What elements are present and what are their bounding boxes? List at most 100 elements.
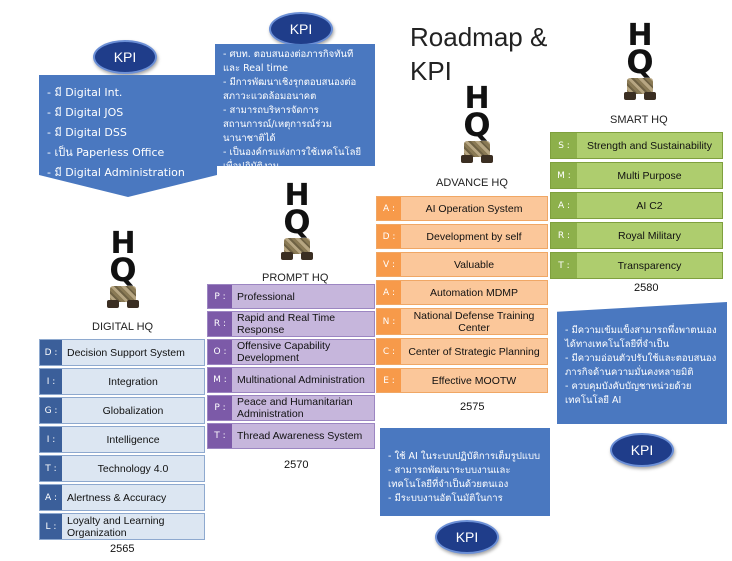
acronym-row: A : Automation MDMP	[376, 280, 548, 305]
acronym-row: G : Globalization	[39, 397, 205, 424]
acronym-letter: N :	[377, 309, 401, 334]
acronym-text: Development by self	[426, 230, 522, 243]
kpi-item: - มีระบบงานอัตโนมัติในการ	[388, 493, 503, 504]
acronym-letter: E :	[377, 369, 401, 392]
acronym-letter: A :	[40, 485, 62, 510]
kpi-callout-smart: - มีความเข้มแข็งสามารถพึ่งพาตนเองได้ทางเ…	[557, 302, 727, 424]
kpi-badge-prompt: KPI	[269, 12, 333, 46]
acronym-text: Intelligence	[106, 433, 160, 446]
kpi-item: - สามารถบริหารจัดการสถานการณ์/เหตุการณ์ร…	[223, 105, 332, 144]
acronym-text: AI Operation System	[425, 202, 523, 215]
acronym-letter: R :	[551, 223, 577, 248]
acronym-letter: I :	[40, 427, 62, 452]
acronym-row: P : Professional	[207, 284, 375, 309]
kpi-callout-advance: - ใช้ AI ในระบบปฏิบัติการเต็มรูปแบบ- สาม…	[380, 428, 550, 516]
prompt-hq-label: PROMPT HQ	[262, 272, 329, 284]
acronym-text: Multinational Administration	[237, 374, 365, 386]
acronym-text: Automation MDMP	[429, 286, 519, 299]
acronym-letter: V :	[377, 253, 401, 276]
acronym-text: Loyalty and Learning Organization	[67, 514, 165, 539]
acronym-text: Technology 4.0	[97, 462, 169, 475]
kpi-item: - เป็น Paperless Office	[47, 146, 165, 159]
acronym-row: T : Transparency	[550, 252, 723, 279]
acronym-text: Professional	[237, 290, 295, 303]
acronym-letter: L :	[40, 514, 62, 539]
acronym-letter: O :	[208, 340, 232, 364]
acronym-row: P :Peace and Humanitarian Administration	[207, 395, 375, 421]
advance-hq-label: ADVANCE HQ	[436, 177, 508, 189]
acronym-letter: I :	[40, 369, 62, 394]
smart-hq-label: SMART HQ	[610, 114, 668, 126]
acronym-row: D : Development by self	[376, 224, 548, 249]
page-title: Roadmap & KPI	[410, 22, 548, 86]
prompt-year: 2570	[284, 459, 309, 471]
acronym-text: Alertness & Accuracy	[67, 491, 167, 504]
acronym-row: V : Valuable	[376, 252, 548, 277]
acronym-row: I : Integration	[39, 368, 205, 395]
acronym-letter: T :	[208, 424, 232, 448]
acronym-letter: S :	[551, 133, 577, 158]
acronym-letter: M :	[551, 163, 577, 188]
acronym-text: Multi Purpose	[617, 169, 682, 182]
acronym-row: R :Rapid and Real Time Response	[207, 311, 375, 337]
acronym-letter: G :	[40, 398, 62, 423]
kpi-item: - เป็นองค์กรแห่งการใช้เทคโนโลยีเพื่อปฏิบ…	[223, 147, 362, 172]
acronym-text: Integration	[108, 375, 158, 388]
acronym-text: Valuable	[453, 258, 495, 271]
kpi-item: - มีการพัฒนาเชิงรุกตอบสนองต่อสภาวะแวดล้อ…	[223, 77, 357, 102]
acronym-letter: T :	[551, 253, 577, 278]
kpi-item: - มี Digital DSS	[47, 126, 127, 139]
kpi-item: - ใช้ AI ในระบบปฏิบัติการเต็มรูปแบบ	[388, 451, 541, 462]
acronym-letter: A :	[377, 281, 401, 304]
acronym-letter: D :	[40, 340, 62, 365]
kpi-badge-advance: KPI	[435, 520, 499, 554]
acronym-row: T : Technology 4.0	[39, 455, 205, 482]
kpi-item: - มีความเข้มแข็งสามารถพึ่งพาตนเองได้ทางเ…	[565, 325, 717, 350]
acronym-text: Decision Support System	[67, 346, 185, 359]
kpi-item: - มี Digital Administration	[47, 166, 185, 179]
kpi-callout-prompt: - ศบท. ตอบสนองต่อภารกิจทันทีและ Real tim…	[215, 44, 375, 172]
acronym-letter: A :	[551, 193, 577, 218]
kpi-item: - มี Digital JOS	[47, 106, 124, 119]
acronym-text: AI C2	[636, 199, 663, 212]
acronym-text: Effective MOOTW	[431, 374, 517, 387]
acronym-row: S : Strength and Sustainability	[550, 132, 723, 159]
kpi-badge-smart: KPI	[610, 433, 674, 467]
digital-hq-label: DIGITAL HQ	[92, 321, 154, 333]
acronym-row: L :Loyalty and Learning Organization	[39, 513, 205, 540]
kpi-item: - มีความอ่อนตัวปรับใช้และตอบสนองภารกิจด้…	[565, 353, 717, 378]
acronym-text: Globalization	[102, 404, 164, 417]
digital-year: 2565	[110, 543, 135, 555]
acronym-text: Offensive Capability Development	[237, 340, 331, 364]
acronym-letter: P :	[208, 285, 232, 308]
acronym-letter: D :	[377, 225, 401, 248]
acronym-letter: R :	[208, 312, 232, 336]
acronym-row: D : Decision Support System	[39, 339, 205, 366]
acronym-letter: T :	[40, 456, 62, 481]
acronym-row: A : AI C2	[550, 192, 723, 219]
acronym-letter: P :	[208, 396, 232, 420]
acronym-row: C : Center of Strategic Planning	[376, 338, 548, 365]
acronym-row: A : Alertness & Accuracy	[39, 484, 205, 511]
kpi-item: - ควบคุมบังคับบัญชาหน่วยด้วยเทคโนโลยี AI	[565, 381, 692, 406]
acronym-row: M : Multi Purpose	[550, 162, 723, 189]
acronym-row: E : Effective MOOTW	[376, 368, 548, 393]
acronym-text: National Defense Training Center	[413, 309, 535, 334]
acronym-text: Thread Awareness System	[237, 430, 363, 442]
kpi-item: - มี Digital Int.	[47, 86, 123, 99]
acronym-row: I : Intelligence	[39, 426, 205, 453]
acronym-text: Strength and Sustainability	[587, 139, 712, 152]
acronym-text: Rapid and Real Time Response	[237, 312, 336, 336]
acronym-row: A : AI Operation System	[376, 196, 548, 221]
acronym-text: Peace and Humanitarian Administration	[237, 396, 353, 420]
acronym-letter: A :	[377, 197, 401, 220]
acronym-text: Royal Military	[617, 229, 681, 242]
acronym-text: Center of Strategic Planning	[408, 345, 540, 358]
acronym-letter: C :	[377, 339, 401, 364]
acronym-row: O :Offensive Capability Development	[207, 339, 375, 365]
acronym-text: Transparency	[617, 259, 682, 272]
